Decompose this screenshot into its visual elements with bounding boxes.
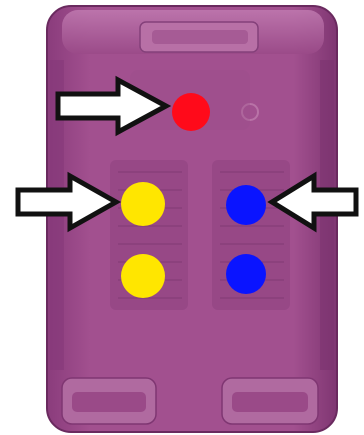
- red-ink-dot: [172, 93, 210, 131]
- blue-ink-dot-upper: [226, 185, 266, 225]
- yellow-ink-dot-lower: [121, 254, 165, 298]
- blue-ink-dot-lower: [226, 254, 266, 294]
- yellow-ink-dot-upper: [121, 182, 165, 226]
